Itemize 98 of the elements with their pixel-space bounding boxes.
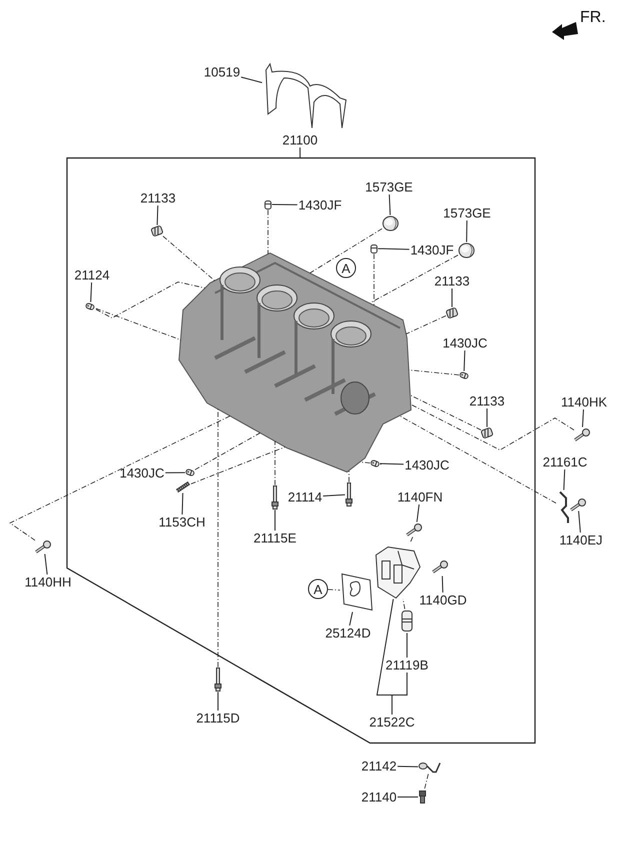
callout-letter: A — [336, 258, 356, 278]
assembly-line — [194, 432, 260, 470]
part-number: 21115D — [195, 710, 241, 726]
part-number: 10519 — [202, 64, 242, 80]
part-number: 21133 — [468, 394, 506, 408]
part-number: 21142 — [360, 758, 398, 774]
plug-drawing — [418, 790, 427, 804]
assembly-line — [410, 536, 414, 544]
part-number: 1430JF — [409, 242, 455, 258]
assembly-line — [96, 282, 206, 318]
part-number: 21522C — [368, 714, 416, 730]
assembly-line — [348, 470, 350, 482]
bolt-drawing — [214, 667, 222, 692]
part-number: 1430JC — [404, 458, 450, 472]
part-number: 21115E — [252, 530, 298, 546]
part-number: 21133 — [139, 190, 177, 206]
assembly-line — [9, 416, 230, 541]
leader-line — [392, 672, 408, 715]
part-number: 21100 — [281, 132, 319, 148]
part-number: 21133 — [433, 274, 471, 288]
leader-line — [388, 194, 391, 216]
part-number: 1140EJ — [558, 532, 604, 548]
assembly-line — [370, 254, 458, 304]
leader-line — [464, 350, 466, 372]
bolt-drawing — [271, 485, 279, 510]
part-number: 1140HH — [24, 574, 72, 590]
nut-drawing — [446, 307, 458, 319]
leader-line — [240, 76, 262, 84]
leader-line — [466, 220, 468, 242]
pin-drawing — [85, 302, 96, 311]
leader-line — [164, 472, 186, 474]
part-number: 1153CH — [158, 514, 206, 530]
leader-line — [182, 492, 184, 515]
part-number: 21119B — [384, 658, 430, 672]
part-number: 1573GE — [442, 206, 492, 220]
plug-drawing — [370, 243, 378, 254]
leader-line — [322, 494, 346, 496]
leader-line — [272, 204, 298, 206]
part-number: 21140 — [360, 790, 398, 804]
part-number: 1430JF — [297, 198, 343, 212]
assembly-line — [424, 774, 429, 790]
plug-drawing — [264, 199, 272, 210]
leader-line — [380, 463, 404, 465]
part-number: 1430JC — [118, 466, 166, 480]
leader-line — [563, 469, 566, 490]
bolt-drawing — [570, 497, 586, 511]
clip-drawing — [418, 760, 442, 774]
leader-line — [578, 510, 581, 533]
leader-line — [406, 632, 408, 658]
stud-drawing — [175, 481, 191, 493]
leader-line — [378, 248, 410, 250]
nut-drawing — [481, 427, 493, 439]
assembly-line — [410, 404, 574, 450]
assembly-line — [190, 446, 286, 484]
leader-line — [156, 205, 158, 226]
callout-letter: A — [308, 579, 328, 599]
part-number: 21124 — [73, 268, 111, 282]
part-number: 21161C — [542, 454, 588, 470]
leader-line — [274, 510, 276, 531]
cap-drawing — [458, 242, 475, 259]
nut-drawing — [151, 225, 163, 237]
pin-drawing — [370, 459, 380, 468]
part-number: 1140GD — [418, 592, 468, 608]
part-number: 25124D — [324, 626, 372, 640]
assembly-line — [310, 228, 382, 274]
assembly-line — [96, 308, 182, 340]
leader-line — [416, 504, 420, 522]
part-number: 1140HK — [560, 394, 608, 410]
bolt-drawing — [345, 482, 353, 507]
leader-line — [397, 796, 418, 798]
leader-line — [442, 576, 444, 593]
pin-drawing — [459, 371, 469, 380]
assembly-line — [408, 370, 460, 376]
assembly-line — [360, 462, 370, 464]
leader-line — [349, 612, 353, 626]
assembly-line — [406, 315, 446, 334]
assembly-line — [274, 440, 276, 486]
sleeve-drawing — [400, 609, 414, 633]
assembly-line — [400, 416, 556, 504]
assembly-line — [328, 589, 340, 590]
part-number: 1573GE — [364, 180, 414, 194]
leader-line — [486, 408, 488, 428]
part-number: 1430JC — [442, 336, 488, 350]
assembly-line — [162, 236, 216, 282]
leader-line — [44, 554, 48, 575]
part-number: 1140FN — [396, 490, 444, 504]
leader-line — [300, 147, 301, 158]
leader-line — [90, 282, 92, 302]
front-direction-label: FR. — [580, 10, 606, 26]
bolt-drawing — [574, 427, 590, 443]
assembly-line — [402, 598, 406, 610]
bolt-drawing — [35, 539, 53, 554]
assembly-line — [410, 394, 482, 430]
leader-line — [582, 409, 584, 428]
leader-line — [397, 766, 418, 768]
part-number: 21114 — [286, 490, 324, 504]
pin-drawing — [185, 468, 195, 477]
cap-drawing — [382, 215, 399, 232]
